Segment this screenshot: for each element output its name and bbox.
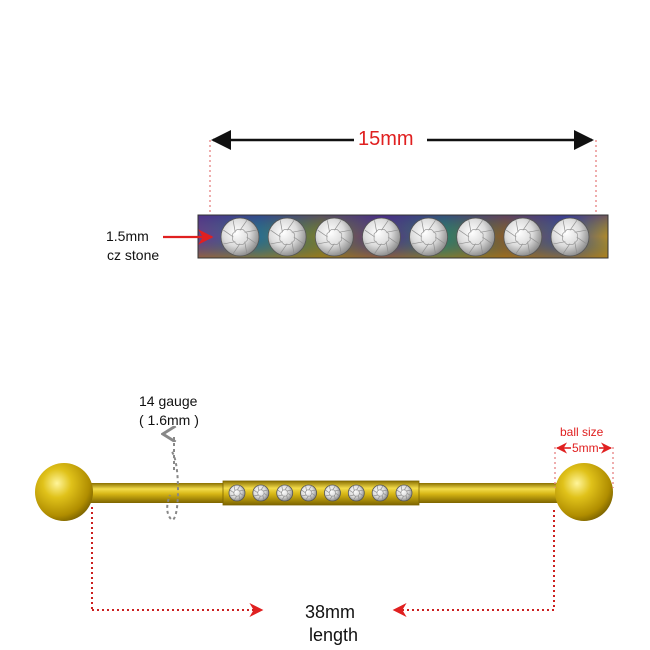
ball-right xyxy=(555,463,613,521)
barbell-length-label: 38mm xyxy=(305,602,356,622)
gauge-indicator xyxy=(166,451,179,522)
cz-stone xyxy=(267,217,307,257)
barbell-cz-stone xyxy=(300,484,317,502)
top-length-label: 15mm xyxy=(358,128,414,150)
barbell-cz-stone xyxy=(395,484,413,502)
cz-stone xyxy=(220,217,260,257)
gauge-label: 14 gauge xyxy=(139,393,198,409)
cz-stone xyxy=(503,217,543,257)
cz-stone xyxy=(456,217,496,257)
ball-left xyxy=(35,463,93,521)
barbell-cz-stones xyxy=(228,484,413,502)
barbell-cz-stone xyxy=(324,484,341,502)
cz-stones-row xyxy=(220,217,590,257)
barbell-cz-stone xyxy=(276,484,294,502)
barbell-cz-stone xyxy=(371,484,389,502)
cz-stone xyxy=(550,217,590,257)
gauge-mm-label: ( 1.6mm ) xyxy=(139,412,199,428)
cz-stone xyxy=(362,217,401,257)
barbell-cz-stone xyxy=(228,484,246,502)
cz-stone xyxy=(409,217,448,257)
ball-size-label: 5mm xyxy=(572,441,599,455)
stone-size-label: 1.5mm xyxy=(106,228,149,244)
barbell-jewel-channel xyxy=(222,480,420,506)
barbell-cz-stone xyxy=(347,484,365,502)
barbell-length-caption: length xyxy=(309,625,359,645)
stone-type-label: cz stone xyxy=(107,247,160,263)
barbell-diagram xyxy=(35,434,614,617)
top-detail xyxy=(163,130,609,259)
barbell-cz-stone xyxy=(252,484,270,502)
cz-stone xyxy=(314,217,354,257)
ball-size-title: ball size xyxy=(560,425,604,439)
